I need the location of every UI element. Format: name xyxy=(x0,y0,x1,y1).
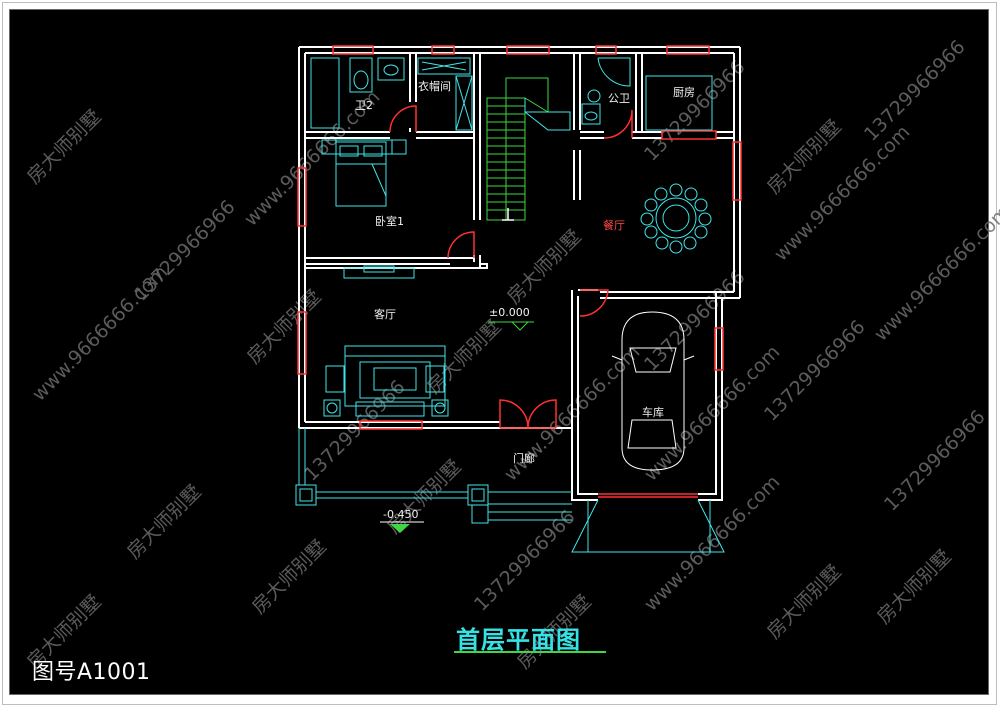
windows xyxy=(297,45,742,498)
room-label-kitchen: 厨房 xyxy=(673,86,695,99)
sheet-number: 图号A1001 xyxy=(32,660,151,685)
level-marker-floor xyxy=(488,321,534,331)
room-label-cloakroom: 衣帽间 xyxy=(418,80,451,93)
staircase xyxy=(486,77,549,221)
room-label-bathroom2: 卫2 xyxy=(355,99,373,112)
room-label-bedroom1: 卧室1 xyxy=(375,215,404,228)
room-label-dining: 餐厅 xyxy=(603,219,625,232)
room-label-living: 客厅 xyxy=(374,308,396,321)
fixtures xyxy=(295,57,725,553)
level-label-porch: -0.450 xyxy=(383,508,419,521)
level-label-floor: ±0.000 xyxy=(489,306,530,319)
room-label-porch: 门廊 xyxy=(513,452,535,465)
sheet-title: 首层平面图 xyxy=(456,626,581,654)
stair-flight xyxy=(524,98,571,131)
drawing-frame xyxy=(9,9,989,695)
car-outline xyxy=(611,311,695,471)
level-marker-porch xyxy=(380,521,424,533)
title-underline xyxy=(454,651,606,653)
room-label-garage: 车库 xyxy=(642,406,664,419)
room-label-public-bath: 公卫 xyxy=(608,92,630,105)
stair-arrow xyxy=(502,208,514,221)
